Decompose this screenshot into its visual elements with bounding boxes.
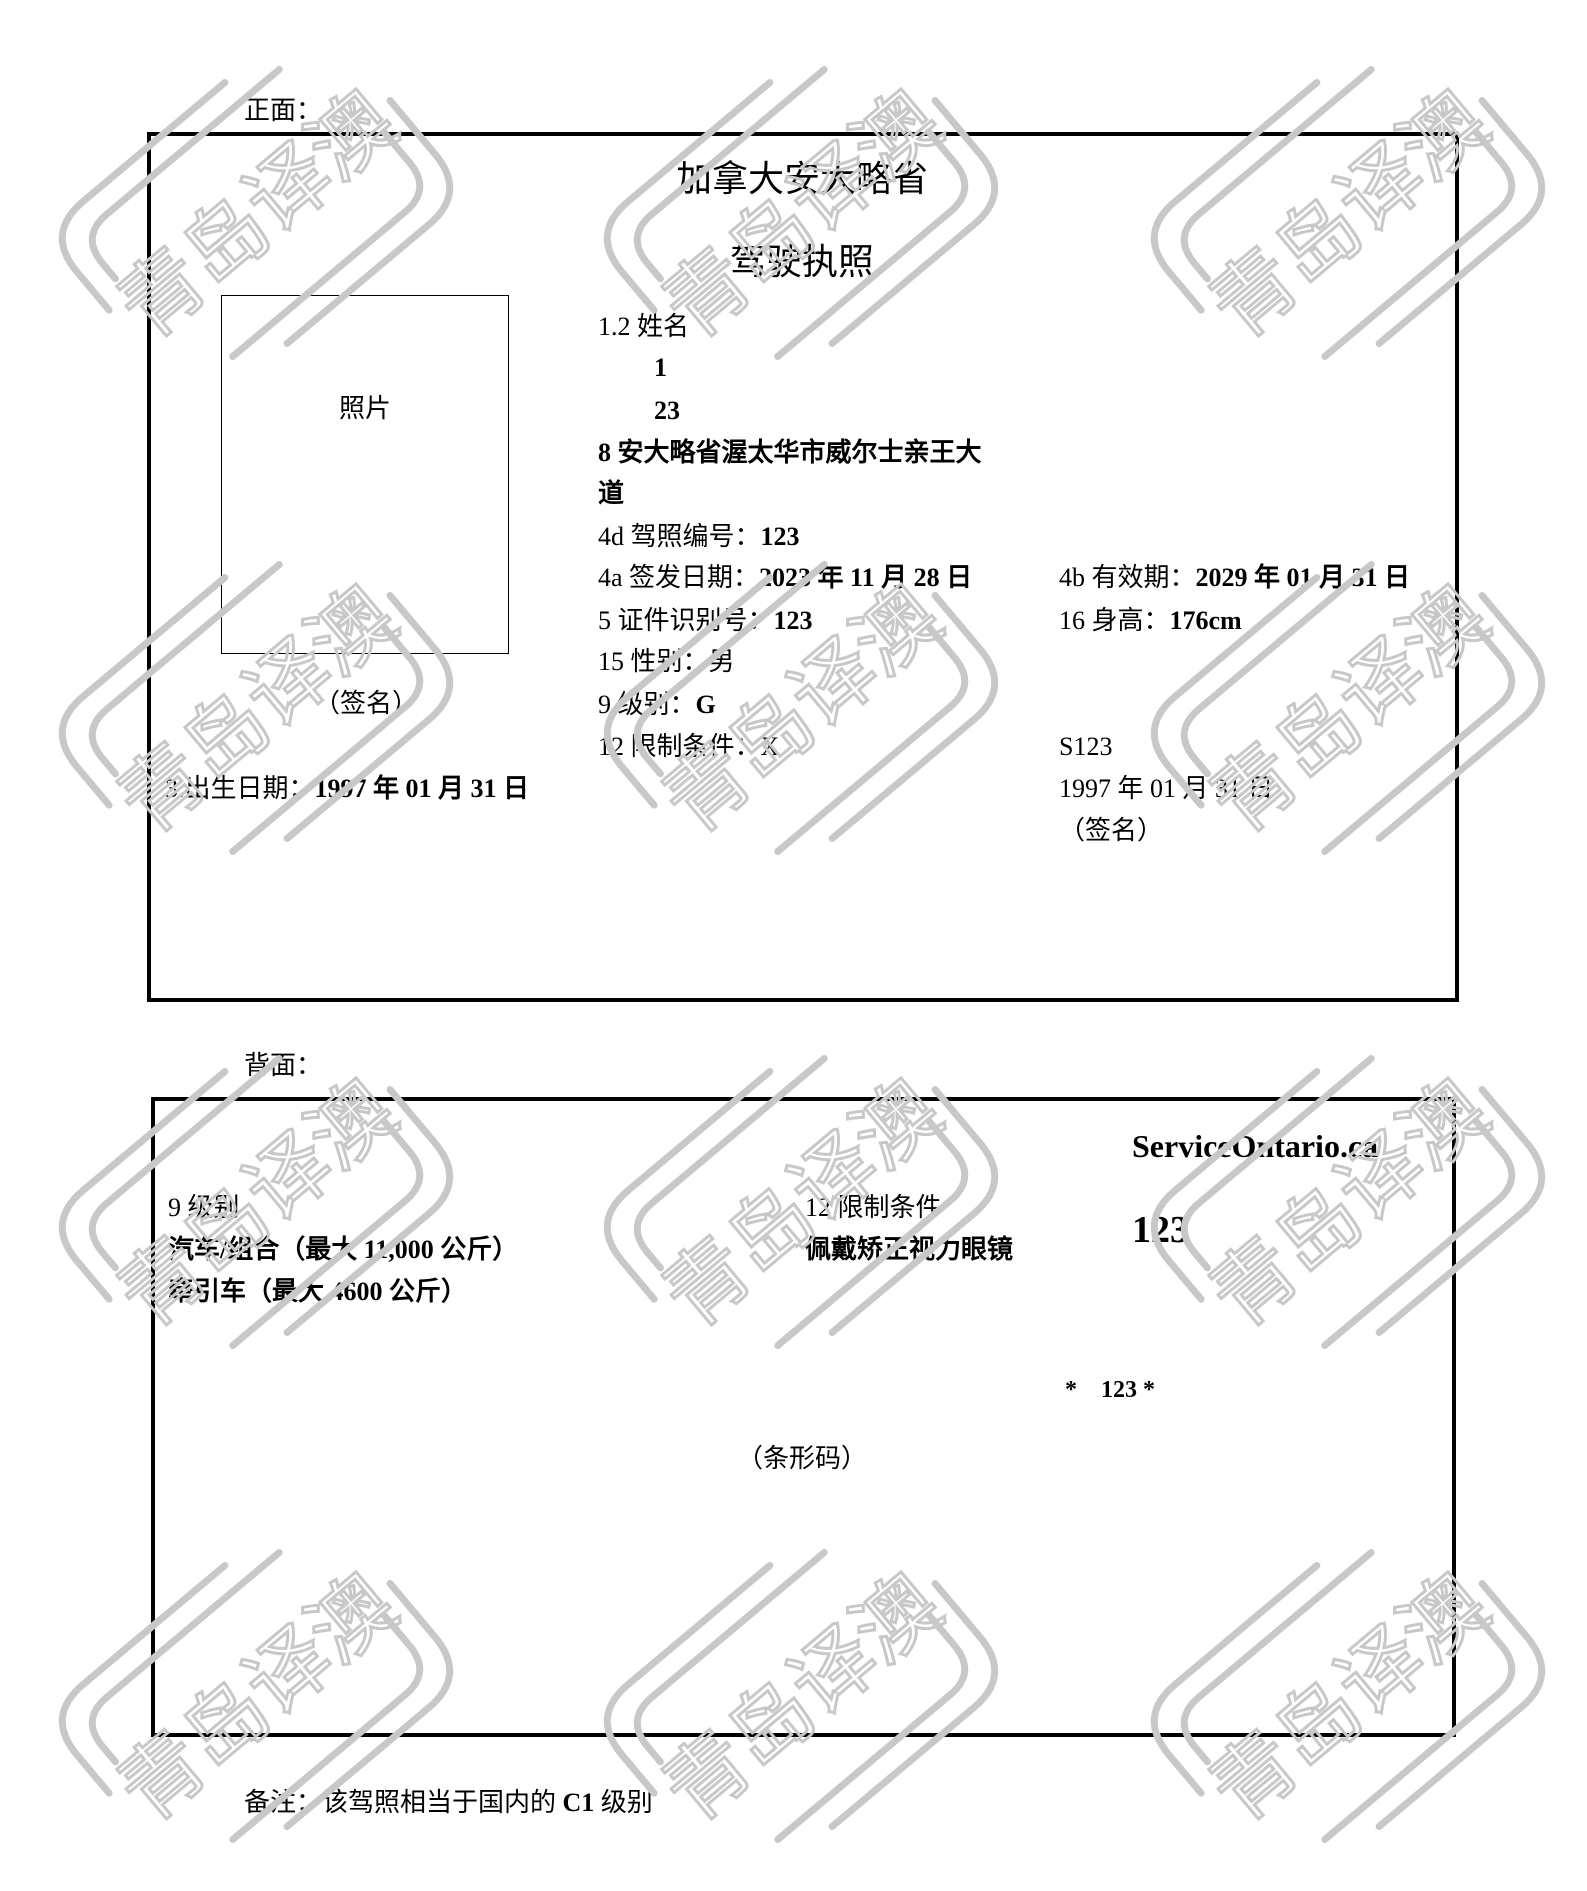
card-title-licence: 驾驶执照 bbox=[729, 242, 874, 282]
name-label: 1.2 姓名 bbox=[598, 312, 690, 341]
holder-date: 1997 年 01 月 31 日 bbox=[1059, 774, 1274, 803]
photo-label: 照片 bbox=[338, 394, 391, 423]
class-heading: 9 级别 bbox=[168, 1193, 240, 1222]
licence-number: 4d 驾照编号：123 bbox=[598, 521, 800, 553]
class: 9 级别：G bbox=[598, 689, 716, 721]
licence-number-value: 123 bbox=[760, 522, 800, 551]
website: ServiceOntario.ca bbox=[1132, 1128, 1379, 1164]
address-line-2: 道 bbox=[598, 479, 625, 508]
barcode-text: * 123 * bbox=[1065, 1377, 1155, 1403]
document-id-value: 123 bbox=[773, 606, 813, 635]
back-number: 123 bbox=[1132, 1209, 1189, 1251]
card-title-province: 加拿大安大略省 bbox=[675, 159, 928, 199]
dob-label: 3.出生日期： bbox=[165, 774, 315, 803]
document-id-label: 5 证件识别号： bbox=[598, 606, 774, 635]
class-line-2: 牵引车（最大 4600 公斤） bbox=[168, 1277, 468, 1306]
expiry-date-value: 2029 年 01 月 31 日 bbox=[1195, 563, 1411, 592]
note: 备注：该驾照相当于国内的 C1 级别 bbox=[244, 1788, 653, 1817]
address-line-1: 8 安大略省渥太华市威尔士亲王大 bbox=[598, 438, 982, 467]
issue-date-value: 2023 年 11 月 28 日 bbox=[759, 563, 973, 592]
date-of-birth: 3.出生日期：1997 年 01 月 31 日 bbox=[165, 773, 529, 805]
name-line-1: 1 bbox=[654, 353, 667, 382]
document-id: 5 证件识别号：123 bbox=[598, 605, 813, 637]
issue-date-label: 4a 签发日期： bbox=[598, 563, 760, 592]
restriction: 12 限制条件：X bbox=[598, 731, 779, 763]
height-label: 16 身高： bbox=[1059, 606, 1170, 635]
class-line-1: 汽车/组合（最大 11,000 公斤） bbox=[168, 1235, 519, 1264]
restriction-label: 12 限制条件： bbox=[598, 732, 761, 761]
restriction-text: 佩戴矫正视力眼镜 bbox=[805, 1235, 1014, 1264]
photo-signature: （签名） bbox=[313, 689, 418, 718]
height: 16 身高：176cm bbox=[1059, 605, 1242, 637]
issue-date: 4a 签发日期：2023 年 11 月 28 日 bbox=[598, 562, 972, 594]
back-card bbox=[151, 1097, 1456, 1737]
barcode-label: （条形码） bbox=[736, 1444, 867, 1473]
back-label: 背面： bbox=[244, 1051, 323, 1080]
expiry-date-label: 4b 有效期： bbox=[1059, 563, 1196, 592]
height-value: 176cm bbox=[1169, 606, 1242, 635]
restriction-heading: 12 限制条件 bbox=[805, 1193, 942, 1222]
front-label: 正面： bbox=[244, 96, 323, 125]
expiry-date: 4b 有效期：2029 年 01 月 31 日 bbox=[1059, 562, 1410, 594]
class-value: G bbox=[695, 690, 716, 719]
sex: 15 性别：男 bbox=[598, 647, 735, 676]
dob-value: 1997 年 01 月 31 日 bbox=[314, 774, 530, 803]
restriction-value: X bbox=[760, 732, 780, 761]
class-label: 9 级别： bbox=[598, 690, 696, 719]
holder-signature: （签名） bbox=[1059, 816, 1164, 845]
holder-code: S123 bbox=[1059, 732, 1113, 761]
photo-box bbox=[221, 295, 509, 654]
name-line-2: 23 bbox=[654, 396, 680, 425]
licence-number-label: 4d 驾照编号： bbox=[598, 522, 761, 551]
